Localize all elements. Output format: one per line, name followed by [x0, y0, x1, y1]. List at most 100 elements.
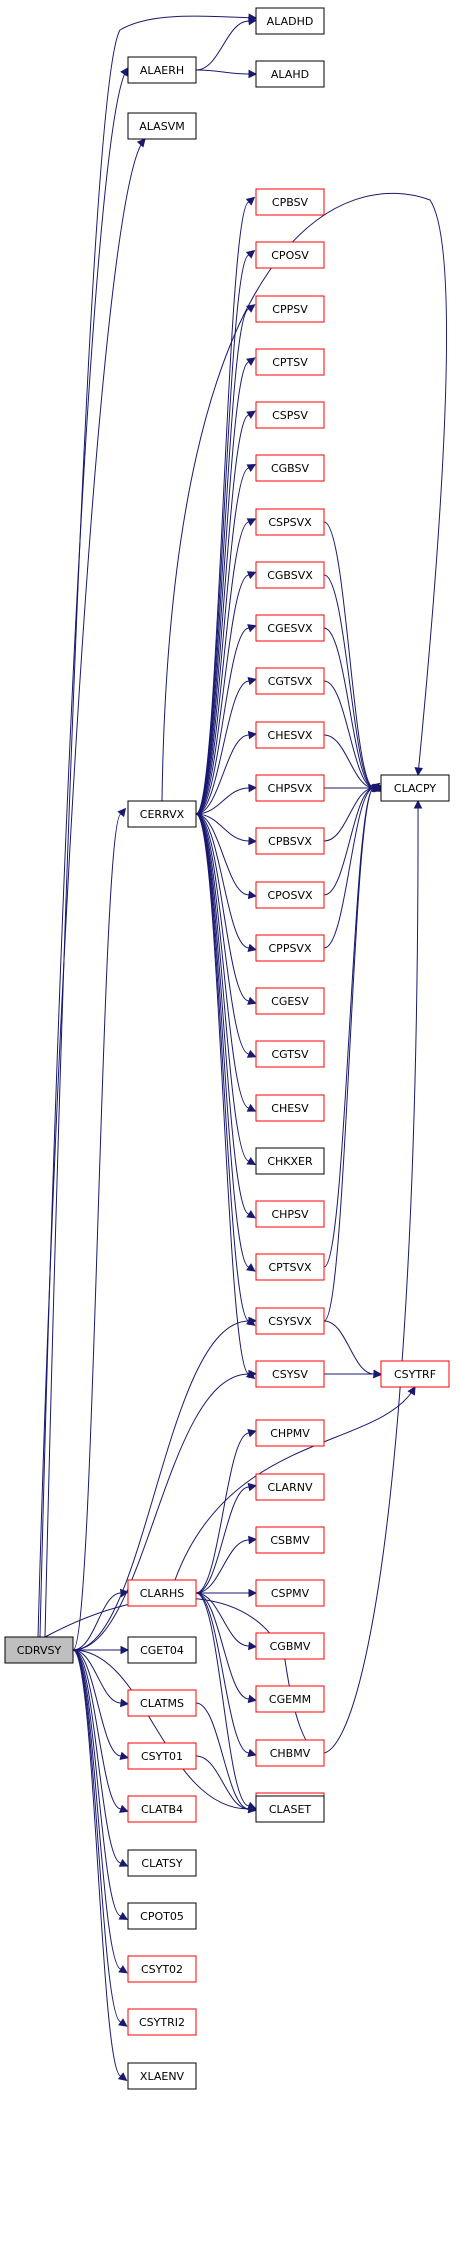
node-chpsvx[interactable]: CHPSVX — [255, 774, 325, 802]
node-clacpy[interactable]: CLACPY — [380, 774, 450, 802]
node-box — [255, 1360, 325, 1388]
node-cspsv[interactable]: CSPSV — [255, 401, 325, 429]
node-clatsy[interactable]: CLATSY — [127, 1849, 197, 1877]
node-label: CGEMM — [269, 1693, 311, 1706]
arrowhead-icon — [248, 1804, 258, 1814]
node-clarnv[interactable]: CLARNV — [255, 1473, 325, 1501]
node-chesv[interactable]: CHESV — [255, 1094, 325, 1122]
node-clatms[interactable]: CLATMS — [127, 1689, 197, 1717]
edge-cerrvx-to-cgtsvx — [195, 676, 257, 815]
node-cerrvx[interactable]: CERRVX — [127, 800, 197, 828]
edge-cerrvx-to-cspsv — [195, 410, 256, 815]
node-label: CSYT02 — [141, 1963, 183, 1976]
arrowhead-icon — [117, 2072, 128, 2082]
edge-alaerh-to-aladhd — [195, 16, 258, 71]
node-cgesvx[interactable]: CGESVX — [255, 614, 325, 642]
node-box — [127, 800, 197, 828]
node-clatb4[interactable]: CLATB4 — [127, 1795, 197, 1823]
edge-cerrvx-to-chesvx — [195, 730, 258, 815]
node-label: CSPSVX — [268, 516, 312, 529]
node-aladhd[interactable]: ALADHD — [255, 7, 325, 35]
arrowhead-icon — [246, 1157, 257, 1166]
node-cgbmv[interactable]: CGBMV — [255, 1632, 325, 1660]
node-csysvx[interactable]: CSYSVX — [255, 1307, 325, 1335]
node-label: CHESVX — [268, 729, 313, 742]
edge-csysvx-to-clacpy — [323, 782, 381, 1322]
edge-cerrvx-to-cppsvx — [195, 813, 257, 953]
node-cppsvx[interactable]: CPPSVX — [255, 934, 325, 962]
node-box — [255, 1685, 325, 1713]
node-cptsv[interactable]: CPTSV — [255, 348, 325, 376]
arrowhead-icon — [248, 69, 258, 79]
node-box — [255, 454, 325, 482]
node-cgbsv[interactable]: CGBSV — [255, 454, 325, 482]
edge-cerrvx-to-clacpy — [161, 192, 447, 802]
node-label: CPOSVX — [267, 889, 312, 902]
edge-cerrvx-to-cposv — [195, 249, 256, 815]
node-box — [127, 1902, 197, 1930]
node-box — [255, 1253, 325, 1281]
node-csytrf[interactable]: CSYTRF — [380, 1360, 450, 1388]
node-cgtsv[interactable]: CGTSV — [255, 1040, 325, 1068]
node-label: CSBMV — [270, 1534, 310, 1547]
arrowhead-icon — [247, 943, 257, 953]
node-cpot05[interactable]: CPOT05 — [127, 1902, 197, 1930]
node-xlaenv[interactable]: XLAENV — [127, 2062, 197, 2090]
node-box — [255, 1473, 325, 1501]
arrowhead-icon — [119, 1698, 130, 1708]
node-label: CPOSV — [271, 249, 309, 262]
node-box — [255, 1526, 325, 1554]
node-cspsvx[interactable]: CSPSVX — [255, 508, 325, 536]
node-alaerh[interactable]: ALAERH — [127, 56, 197, 84]
node-chesvx[interactable]: CHESVX — [255, 721, 325, 749]
node-box — [255, 721, 325, 749]
node-box — [127, 1955, 197, 1983]
node-chbmv[interactable]: CHBMV — [255, 1739, 325, 1767]
node-cget04[interactable]: CGET04 — [127, 1636, 197, 1664]
node-chkxer[interactable]: CHKXER — [255, 1147, 325, 1175]
node-label: CPTSV — [272, 356, 308, 369]
node-clarhs[interactable]: CLARHS — [127, 1579, 197, 1607]
node-chpmv[interactable]: CHPMV — [255, 1419, 325, 1447]
node-label: CLACPY — [394, 782, 436, 795]
node-cpbsv[interactable]: CPBSV — [255, 188, 325, 216]
arrowhead-icon — [118, 2018, 128, 2027]
arrowhead-icon — [247, 1748, 257, 1757]
node-alasvm[interactable]: ALASVM — [127, 112, 197, 140]
node-box — [255, 1632, 325, 1660]
node-cposvx[interactable]: CPOSVX — [255, 881, 325, 909]
arrowhead-icon — [245, 249, 256, 259]
node-csbmv[interactable]: CSBMV — [255, 1526, 325, 1554]
arrowhead-icon — [120, 67, 129, 77]
edge-cerrvx-to-csysv — [195, 813, 256, 1380]
node-cptsvx[interactable]: CPTSVX — [255, 1253, 325, 1281]
edge-cerrvx-to-cgesv — [195, 813, 257, 1005]
node-cposv[interactable]: CPOSV — [255, 241, 325, 269]
arrowhead-icon — [248, 16, 258, 26]
node-chpsv[interactable]: CHPSV — [255, 1200, 325, 1228]
node-cspmv[interactable]: CSPMV — [255, 1579, 325, 1607]
node-box — [127, 1636, 197, 1664]
node-label: XLAENV — [140, 2070, 185, 2083]
node-box — [127, 56, 197, 84]
arrowhead-icon — [245, 196, 256, 206]
node-cpbsvx[interactable]: CPBSVX — [255, 827, 325, 855]
node-label: CHKXER — [267, 1155, 313, 1168]
node-cdrvsy[interactable]: CDRVSY — [4, 1636, 74, 1664]
node-cppsv[interactable]: CPPSV — [255, 295, 325, 323]
node-claset[interactable]: CLASET — [255, 1795, 325, 1823]
node-csyt01[interactable]: CSYT01 — [127, 1742, 197, 1770]
node-alahd[interactable]: ALAHD — [255, 60, 325, 88]
node-cgtsvx[interactable]: CGTSVX — [255, 667, 325, 695]
edge-cgtsvx-to-clacpy — [323, 680, 382, 793]
node-label: CPBSV — [272, 196, 309, 209]
arrowhead-icon — [246, 1103, 257, 1112]
node-csytri2[interactable]: CSYTRI2 — [127, 2008, 197, 2036]
node-cgbsvx[interactable]: CGBSVX — [255, 561, 325, 589]
node-label: CGTSV — [271, 1048, 309, 1061]
node-csyt02[interactable]: CSYT02 — [127, 1955, 197, 1983]
node-cgesv[interactable]: CGESV — [255, 987, 325, 1015]
node-csysv[interactable]: CSYSV — [255, 1360, 325, 1388]
node-cgemm[interactable]: CGEMM — [255, 1685, 325, 1713]
node-label: CLARHS — [140, 1587, 185, 1600]
